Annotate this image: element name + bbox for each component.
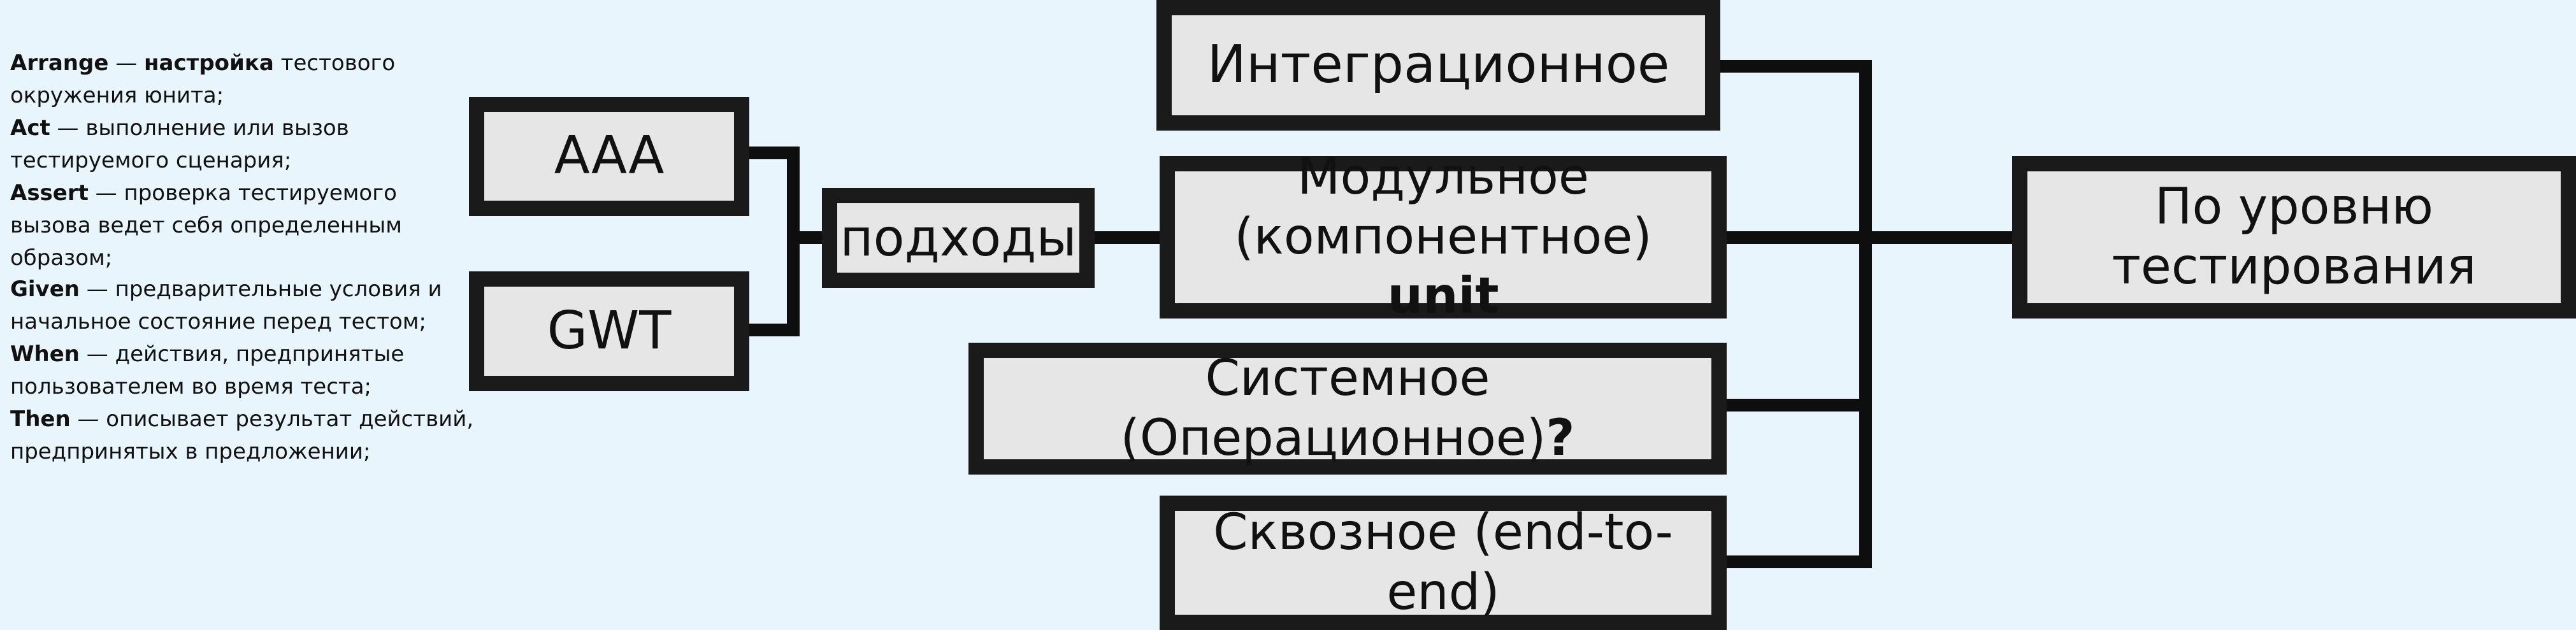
by-level-line1: По уровню	[2154, 178, 2434, 236]
gwt-given-line: Given — предварительные условия и началь…	[10, 276, 442, 334]
unit-line2: (компонентное) unit	[1234, 208, 1652, 326]
gwt-description: Given — предварительные условия и началь…	[10, 273, 482, 468]
e2e-label: Сквозное (end-to-end)	[1213, 503, 1673, 621]
aaa-assert-line: Assert — проверка тестируемого вызова ве…	[10, 180, 402, 271]
aaa-act-line: Act — выполнение или вызов тестируемого …	[10, 115, 349, 173]
node-integration: Интеграционное	[1156, 0, 1720, 131]
aaa-label: AAA	[554, 125, 665, 187]
unit-line1: Модульное	[1297, 148, 1589, 206]
node-end-to-end: Сквозное (end-to-end)	[1160, 496, 1727, 630]
node-approaches: подходы	[822, 188, 1095, 288]
gwt-when-line: When — действия, предпринятые пользовате…	[10, 341, 405, 399]
node-system: Системное (Операционное)?	[968, 343, 1727, 475]
integration-label: Интеграционное	[1207, 34, 1670, 96]
node-gwt: GWT	[469, 271, 749, 391]
approaches-label: подходы	[840, 208, 1077, 268]
system-label: Системное (Операционное)?	[1120, 349, 1575, 467]
aaa-description: Arrange — настройка тестового окружения …	[10, 47, 482, 275]
gwt-then-line: Then — описывает результат действий, пре…	[10, 406, 474, 464]
node-aaa: AAA	[469, 97, 749, 216]
node-unit: Модульное (компонентное) unit	[1160, 148, 1727, 325]
gwt-label: GWT	[547, 300, 672, 361]
node-by-testing-level: По уровню тестирования	[2012, 156, 2576, 319]
by-level-line2: тестирования	[2112, 238, 2477, 296]
aaa-arrange-line: Arrange — настройка тестового окружения …	[10, 50, 396, 108]
